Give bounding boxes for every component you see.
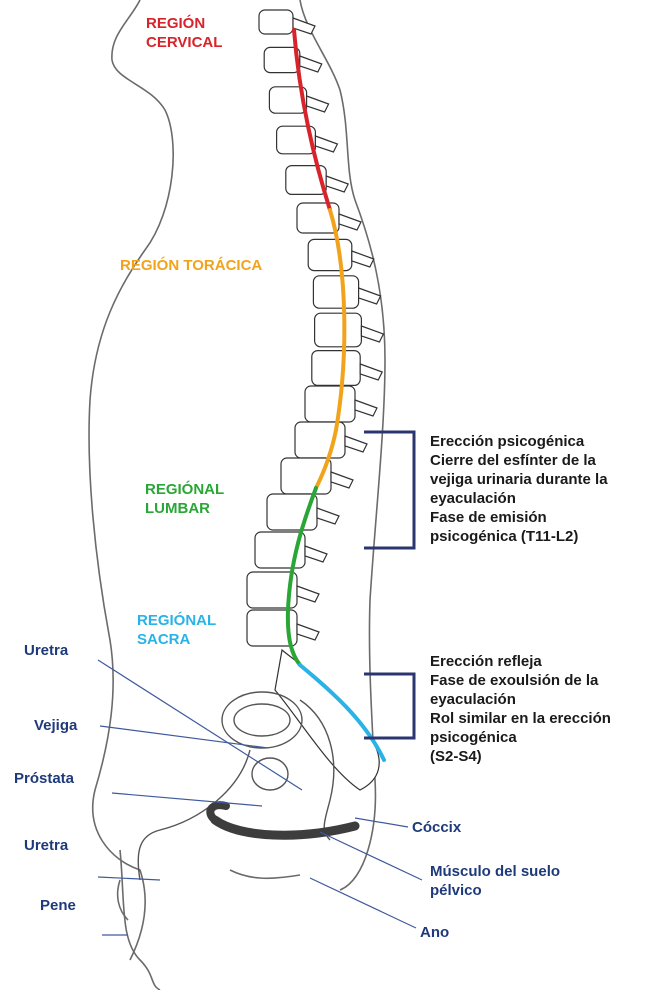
region-lumbar-label: REGIÓNAL LUMBAR (145, 480, 224, 518)
label-pene: Pene (40, 896, 76, 915)
spinous-process (315, 136, 337, 152)
spinous-process (331, 472, 353, 488)
label-ano: Ano (420, 923, 449, 942)
label-coccix: Cóccix (412, 818, 461, 837)
vertebra (259, 10, 293, 34)
label-uretra-bottom: Uretra (24, 836, 68, 855)
spinous-process (360, 364, 382, 380)
vertebrae-group (247, 10, 383, 790)
spinous-process (326, 176, 348, 192)
leader-lines (98, 660, 422, 935)
pelvic-floor-muscle (215, 820, 355, 835)
spinous-process (297, 586, 319, 602)
spinous-process (300, 56, 322, 72)
region-sacral-label: REGIÓNAL SACRA (137, 611, 216, 649)
region-thoracic-label: REGIÓN TORÁCICA (120, 256, 262, 275)
spinous-process (293, 18, 315, 34)
label-uretra-top: Uretra (24, 641, 68, 660)
vertebra (312, 351, 360, 386)
spinous-process (345, 436, 367, 452)
region-cervical-label: REGIÓN CERVICAL (146, 14, 222, 52)
spinous-process (359, 288, 381, 304)
prostate-shape (252, 758, 288, 790)
vertebra (305, 386, 355, 422)
annotation-lower: Erección refleja Fase de exoulsión de la… (430, 652, 611, 766)
label-prostata: Próstata (14, 769, 74, 788)
spinous-process (307, 96, 329, 112)
spinous-process (297, 624, 319, 640)
spinous-process (355, 400, 377, 416)
spinous-process (339, 214, 361, 230)
vertebra (313, 276, 358, 308)
vertebra (308, 239, 352, 270)
label-vejiga: Vejiga (34, 716, 77, 735)
label-musculo: Músculo del suelo pélvico (430, 862, 560, 900)
upper-bracket (364, 432, 414, 548)
spinous-process (305, 546, 327, 562)
spinous-process (317, 508, 339, 524)
spinous-process (352, 251, 374, 267)
annotation-upper: Erección psicogénica Cierre del esfínter… (430, 432, 608, 546)
spinous-process (361, 326, 383, 342)
vertebra (315, 313, 362, 347)
